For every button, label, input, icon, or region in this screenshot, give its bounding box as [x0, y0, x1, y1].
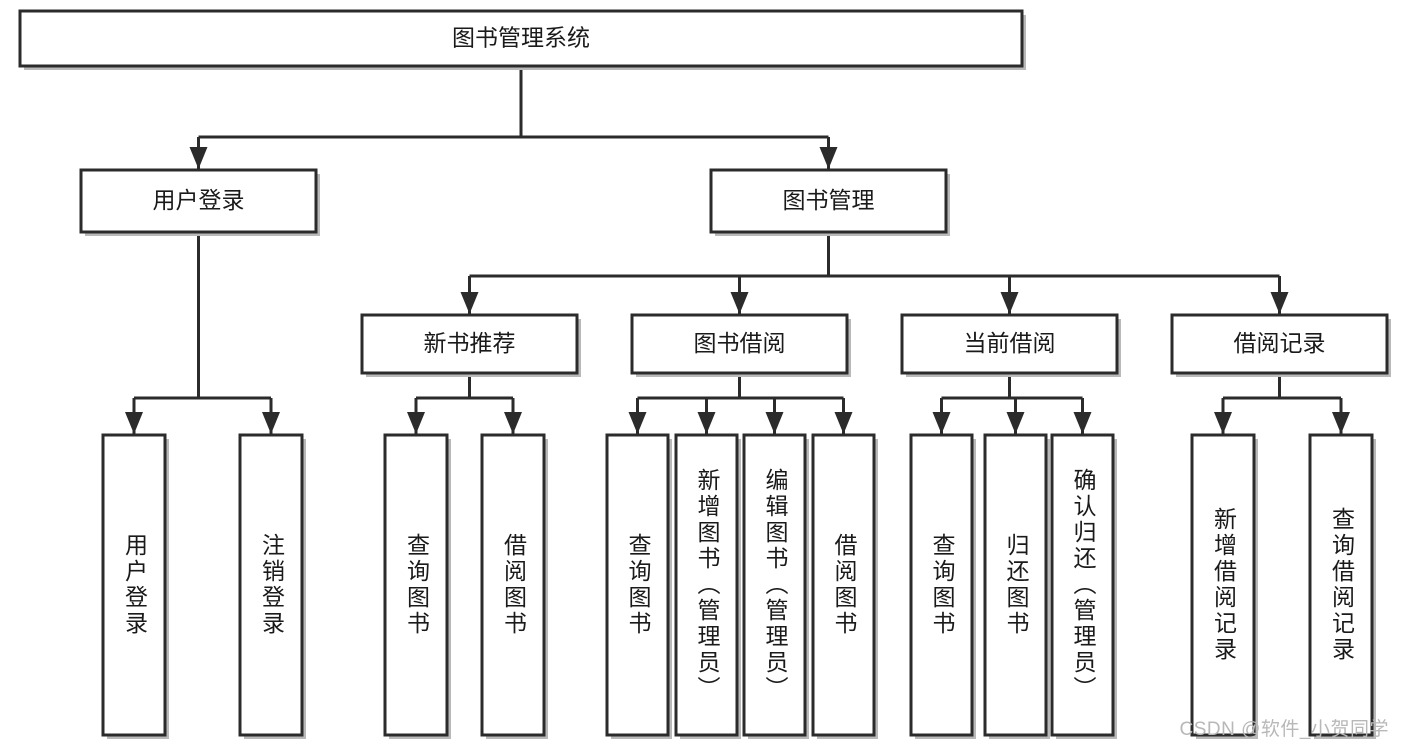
arrow-head-icon [407, 412, 425, 434]
level2-node-box-0[interactable] [79, 168, 318, 234]
arrow-head-icon [189, 147, 208, 169]
level3-node-label-2: 当前借阅 [964, 330, 1056, 356]
leaf-node-box-3[interactable] [480, 433, 546, 737]
level3-node-box-1[interactable] [630, 313, 849, 375]
arrow-head-icon [262, 412, 280, 434]
level3-node-box-0[interactable] [360, 313, 579, 375]
leaf-node-box-12[interactable] [1308, 433, 1374, 737]
arrow-head-icon [1000, 292, 1019, 314]
level3-node-box-3[interactable] [1170, 313, 1389, 375]
leaf-node-box-4[interactable] [605, 433, 670, 737]
arrow-head-icon [1073, 412, 1092, 434]
node-boxes [18, 9, 1391, 739]
arrow-head-icon [932, 412, 951, 434]
level3-node-box-2[interactable] [900, 313, 1119, 375]
root-node-label: 图书管理系统 [452, 25, 590, 51]
leaf-node-box-11[interactable] [1190, 433, 1256, 737]
arrow-head-icon [697, 412, 716, 434]
arrow-head-icon [730, 292, 749, 314]
level2-node-label-1: 图书管理 [783, 187, 875, 213]
leaf-node-box-6[interactable] [742, 433, 807, 737]
arrow-head-icon [460, 292, 479, 314]
arrow-head-icon [819, 147, 838, 169]
arrow-head-icon [1214, 412, 1232, 434]
leaf-node-box-5[interactable] [674, 433, 739, 737]
arrow-head-icon [765, 412, 784, 434]
leaf-node-box-1[interactable] [238, 433, 304, 737]
leaf-node-box-2[interactable] [383, 433, 449, 737]
root-node-box[interactable] [18, 9, 1024, 68]
arrow-head-icon [628, 412, 647, 434]
arrow-head-icon [125, 412, 143, 434]
level3-node-label-1: 图书借阅 [694, 330, 786, 356]
leaf-node-box-10[interactable] [1050, 433, 1115, 737]
arrow-head-icon [1332, 412, 1350, 434]
arrow-head-icon [1006, 412, 1025, 434]
watermark: CSDN @软件_小贺同学 [1179, 719, 1389, 740]
level3-node-label-3: 借阅记录 [1234, 330, 1326, 356]
level2-node-box-1[interactable] [709, 168, 948, 234]
level3-node-label-0: 新书推荐 [424, 330, 516, 356]
arrow-head-icon [504, 412, 522, 434]
arrow-head-icon [1270, 292, 1289, 314]
level2-node-label-0: 用户登录 [153, 187, 245, 213]
arrow-head-icon [834, 412, 853, 434]
leaf-node-box-8[interactable] [909, 433, 974, 737]
leaf-node-box-0[interactable] [101, 433, 167, 737]
leaf-node-box-9[interactable] [983, 433, 1048, 737]
connector-edges [125, 66, 1350, 434]
leaf-node-box-7[interactable] [811, 433, 876, 737]
